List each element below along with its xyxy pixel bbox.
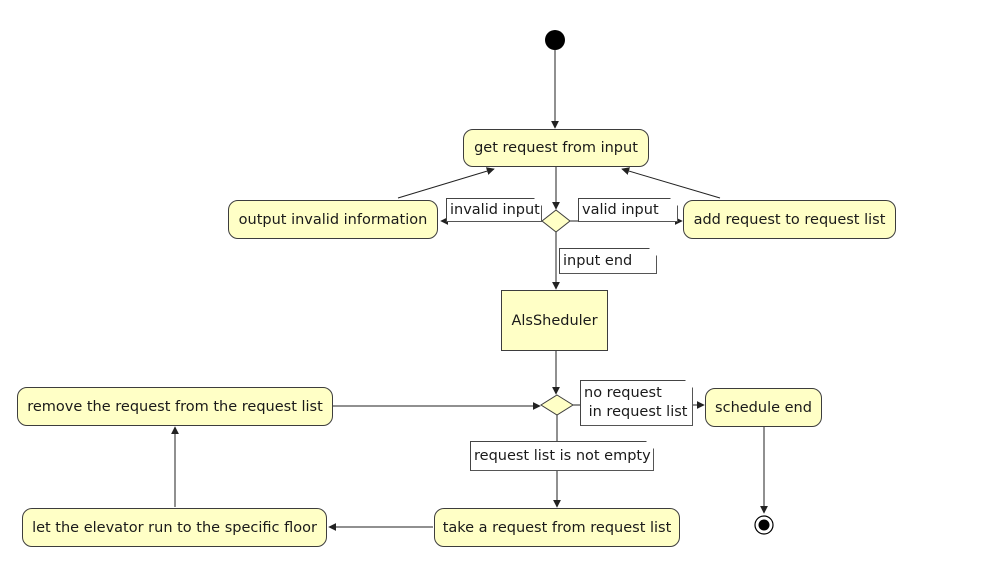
request-decision-diamond — [540, 394, 574, 416]
node-remove-request: remove the request from the request list — [17, 387, 333, 426]
node-schedule-end: schedule end — [705, 388, 822, 427]
node-add-request: add request to request list — [683, 200, 896, 239]
input-decision-diamond — [541, 209, 571, 233]
edge-add-back — [621, 167, 721, 199]
guard-no-request-line2: in request list — [584, 404, 688, 420]
node-run-elevator: let the elevator run to the specific flo… — [22, 508, 327, 547]
guard-no-request-line1: no request — [584, 385, 662, 401]
node-take-request: take a request from request list — [434, 508, 680, 547]
guard-valid-input: valid input — [578, 197, 679, 222]
node-output-invalid: output invalid information — [228, 200, 438, 239]
guard-invalid-input: invalid input — [446, 197, 543, 222]
node-get-request: get request from input — [463, 129, 649, 167]
guard-list-not-empty: request list is not empty — [470, 440, 655, 471]
edge-invalid-back — [397, 167, 495, 199]
end-node-inner — [758, 519, 770, 531]
guard-input-end: input end — [559, 247, 658, 274]
guard-no-request: no request in request list — [580, 379, 694, 426]
node-scheduler: AlsSheduler — [501, 290, 608, 351]
start-node — [545, 30, 565, 50]
